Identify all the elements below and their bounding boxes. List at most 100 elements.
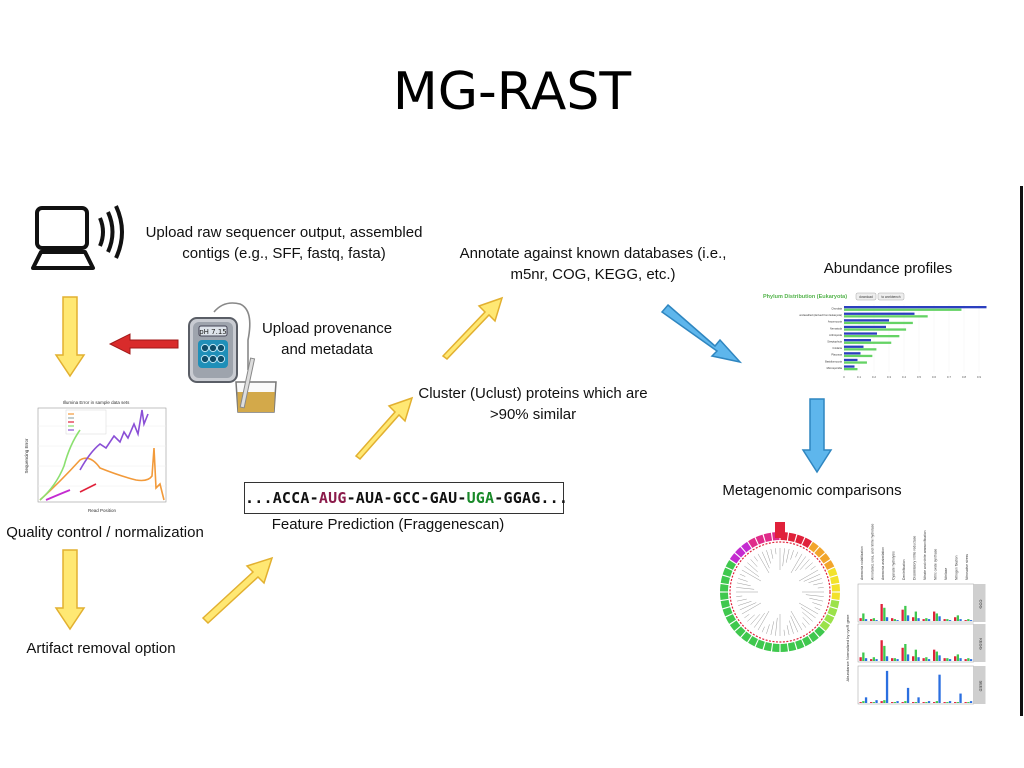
facet-bar	[917, 618, 920, 621]
tree-branch	[808, 578, 822, 583]
ring-segment	[720, 592, 729, 600]
abundance-bar-b	[844, 348, 877, 351]
abundance-category-label: Chordata	[831, 307, 842, 311]
tree-branch	[744, 614, 750, 619]
ring-segment	[827, 607, 838, 617]
tree-branch	[809, 597, 824, 602]
ring-segment	[808, 541, 819, 553]
facet-bar	[875, 700, 878, 703]
facet-bar	[912, 702, 915, 703]
seq-post: -GGAG...	[494, 489, 569, 507]
abundance-bar-b	[844, 321, 913, 325]
tree-branch	[753, 612, 765, 628]
tree-branch	[798, 569, 819, 582]
facet-bar	[906, 654, 910, 661]
tree-branch	[795, 556, 807, 572]
ring-segment	[824, 614, 835, 624]
facet-bar	[880, 640, 883, 661]
tree-branch	[739, 573, 746, 577]
abundance-bar-b	[844, 315, 928, 318]
tree-branch	[775, 548, 777, 555]
facet-bar	[885, 670, 889, 703]
tree-branch	[790, 553, 803, 574]
arrow-left-red	[108, 333, 179, 355]
abundance-bar-a	[844, 365, 855, 368]
abundance-bar-a	[844, 319, 889, 322]
ring-segment	[741, 541, 752, 553]
abundance-tick-label: 0.4	[902, 375, 907, 379]
abundance-bar-b	[844, 335, 900, 338]
ring-segment	[795, 639, 805, 650]
heatmap-column-label: Ammonia volatilization	[860, 546, 864, 580]
facet-bar	[914, 649, 917, 661]
abundance-tick-label: 0.2	[872, 375, 877, 379]
facet-bar	[933, 611, 936, 621]
facet-bar	[862, 613, 865, 621]
facet-bar	[870, 702, 873, 703]
heatmap-column-label: Dissimilatory nitrite reductase	[913, 536, 917, 580]
facet-bar	[956, 654, 959, 661]
workbench-button[interactable]	[877, 292, 905, 301]
tree-branch	[747, 562, 758, 573]
facet-bar	[904, 701, 907, 703]
facet-bar	[880, 701, 883, 703]
facet-bar	[954, 617, 957, 621]
heatmap-column-label: Denitrification	[902, 559, 906, 580]
tree-branch	[805, 594, 824, 597]
facet-row-label: COG	[979, 599, 984, 608]
facet-bar	[870, 659, 873, 661]
facet-bar	[904, 644, 907, 661]
ring-segment	[787, 642, 797, 652]
facet-bar	[872, 657, 875, 661]
heatmap-column-label: Nitric oxide synthase	[934, 549, 938, 580]
facet-bar	[954, 656, 957, 661]
tree-branch	[799, 559, 810, 570]
abundance-bar-b	[844, 368, 858, 371]
ring-segment	[772, 643, 780, 652]
abundance-tick-label: 0.6	[932, 375, 937, 379]
facet-bar	[880, 604, 883, 621]
facet-bar	[927, 659, 931, 661]
facet-bar	[954, 702, 957, 703]
facet-bar	[964, 620, 967, 621]
ring-segment	[720, 584, 729, 592]
annotate-label: Annotate against known databases (i.e., …	[459, 245, 727, 283]
seq-pre: ...ACCA-	[245, 489, 319, 507]
facet-bar	[914, 611, 917, 621]
facet-bar	[885, 656, 889, 661]
tree-branch	[747, 614, 755, 622]
tree-branch	[741, 602, 762, 615]
ring-segment	[735, 547, 746, 558]
tree-branch	[802, 622, 807, 628]
facet-bar	[927, 701, 931, 703]
facet-bar	[912, 656, 915, 661]
facet-bar	[925, 618, 928, 621]
tree-branch	[736, 595, 743, 597]
download-button[interactable]	[855, 292, 877, 301]
tree-branch	[741, 569, 762, 582]
ring-segment	[808, 631, 819, 643]
tree-branch	[802, 617, 810, 625]
qc-chart: Illumina Error in sample data sets Read …	[24, 400, 167, 513]
facet-bar	[948, 701, 952, 703]
abundance-tick-label: 0.7	[947, 375, 952, 379]
abundance-profiles-label: Abundance profiles	[823, 260, 953, 277]
ring-segment	[819, 553, 831, 564]
facet-bar	[959, 619, 962, 621]
facet-bar	[946, 658, 949, 661]
facet-panel	[857, 665, 974, 705]
qc-chart-ylabel: Sequencing Error	[24, 438, 29, 474]
seq-mid: -AUA-GCC-GAU-	[346, 489, 467, 507]
facet-bar	[925, 702, 928, 703]
ring-segment	[831, 584, 840, 592]
ring-segment	[722, 607, 733, 617]
facet-bar	[862, 701, 865, 703]
facet-bar	[917, 657, 920, 661]
ring-segment	[827, 567, 838, 577]
facet-bar	[938, 674, 941, 703]
facet-bar	[859, 618, 862, 621]
abundance-bar-b	[844, 308, 962, 311]
abundance-category-label: unclassified (derived from Eukaryota)	[799, 313, 842, 317]
start-codon: AUG	[318, 489, 347, 507]
